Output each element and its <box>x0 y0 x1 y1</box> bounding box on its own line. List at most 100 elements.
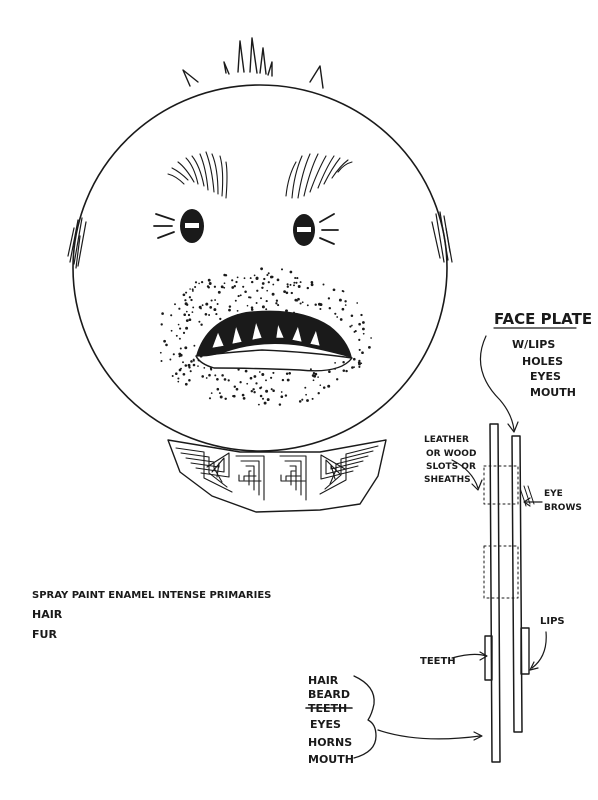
stubble-dot <box>182 361 184 364</box>
stubble-dot <box>265 389 269 393</box>
stubble-dot <box>183 313 186 317</box>
top-spikes <box>223 37 273 77</box>
stubble-dot <box>236 309 239 312</box>
slots <box>483 465 519 599</box>
stubble-dot <box>259 394 263 398</box>
stubble-dot <box>328 306 332 310</box>
stubble-dot <box>178 355 181 358</box>
stubble-dot <box>360 313 363 317</box>
stubble-dot <box>286 283 289 286</box>
stubble-dot <box>163 339 166 343</box>
stubble-dot <box>299 302 302 305</box>
stubble-dot <box>189 288 191 290</box>
stubble-dot <box>170 329 173 332</box>
label-fur: FUR <box>32 628 57 641</box>
collar-pattern-line <box>290 470 296 486</box>
stubble-dot <box>267 281 270 284</box>
collar-pattern-line <box>238 474 262 482</box>
stubble-dot <box>241 393 245 397</box>
stubble-dot <box>182 293 186 297</box>
stubble-dot <box>270 388 273 391</box>
stubble-dot <box>219 395 223 399</box>
stubble-dot <box>160 360 163 362</box>
stubble-dot <box>234 299 237 302</box>
stubble-dot <box>197 365 199 367</box>
stubble-dot <box>231 279 234 282</box>
stubble-dot <box>246 382 249 385</box>
stubble-dot <box>249 277 252 280</box>
label-leather-3: SLOTS OR <box>426 462 476 472</box>
stubble-dot <box>336 378 339 381</box>
stubble-dot <box>328 370 331 373</box>
stubble-dot <box>233 385 236 388</box>
right-hair-tuft <box>431 211 453 263</box>
stubble-dot <box>253 375 257 378</box>
stubble-dot <box>306 304 309 307</box>
stubble-dot <box>338 298 342 302</box>
stubble-dot <box>288 372 291 375</box>
stubble-dot <box>169 358 172 361</box>
stubble-dot <box>191 288 194 291</box>
stubble-dot <box>178 337 181 340</box>
stubble-dot <box>231 286 235 289</box>
stubble-dot <box>255 302 258 304</box>
stubble-dot <box>260 386 263 389</box>
stubble-dot <box>271 292 275 296</box>
label-leather-1: LEATHER <box>424 435 469 445</box>
stubble-dot <box>261 397 265 400</box>
stubble-dot <box>358 362 361 366</box>
stubble-dot <box>265 300 268 303</box>
collar-pattern-line <box>320 454 354 480</box>
mouth <box>195 310 353 372</box>
stubble-dot <box>190 298 193 302</box>
stubble-dot <box>319 307 322 311</box>
stubble-dot <box>209 306 213 309</box>
stubble-dot <box>344 300 347 303</box>
stubble-dot <box>322 283 325 286</box>
stubble-dot <box>177 323 180 326</box>
stubble-dot <box>244 290 247 293</box>
stubble-dot <box>201 304 204 307</box>
stubble-dot <box>188 318 192 322</box>
stubble-dot <box>283 290 286 293</box>
collar-pattern-line <box>190 462 220 478</box>
stubble-dot <box>301 301 304 304</box>
stubble-dot <box>186 303 189 306</box>
stubble-dot <box>280 391 283 393</box>
right-eye <box>293 214 315 246</box>
label-teeth-side: TEETH <box>420 656 456 667</box>
collar-pattern-line <box>280 474 306 482</box>
stubble-dot <box>191 311 194 313</box>
stubble-dot <box>318 302 321 306</box>
stubble-dot <box>242 397 246 400</box>
stubble-dot <box>263 401 267 405</box>
stubble-dot <box>305 393 307 396</box>
collar-pattern-line <box>243 475 257 481</box>
stubble-dot <box>184 299 187 302</box>
stubble-dot <box>174 303 176 306</box>
stubble-dot <box>159 351 162 354</box>
stubble-dot <box>293 281 296 284</box>
stubble-dot <box>185 326 189 330</box>
label-hair-left: HAIR <box>32 608 63 621</box>
stubble-dot <box>216 303 219 305</box>
stubble-dot <box>191 289 194 292</box>
stubble-dot <box>244 369 248 373</box>
stubble-dot <box>272 283 275 286</box>
stubble-dot <box>192 358 195 361</box>
stubble-dot <box>336 316 339 318</box>
stubble-dot <box>295 281 298 284</box>
stubble-dot <box>249 296 252 299</box>
stubble-dot <box>216 377 219 381</box>
stubble-dot <box>255 382 258 385</box>
label-list-hair: HAIR <box>308 674 339 687</box>
stubble-dot <box>246 304 249 307</box>
label-leather-4: SHEATHS <box>424 475 471 485</box>
stubble-dot <box>188 379 191 382</box>
stubble-dot <box>233 285 236 288</box>
face-circle <box>72 84 448 452</box>
stubble-dot <box>184 346 188 350</box>
stubble-dot <box>334 362 336 364</box>
stubble-dot <box>284 394 288 397</box>
stubble-dot <box>256 289 259 292</box>
